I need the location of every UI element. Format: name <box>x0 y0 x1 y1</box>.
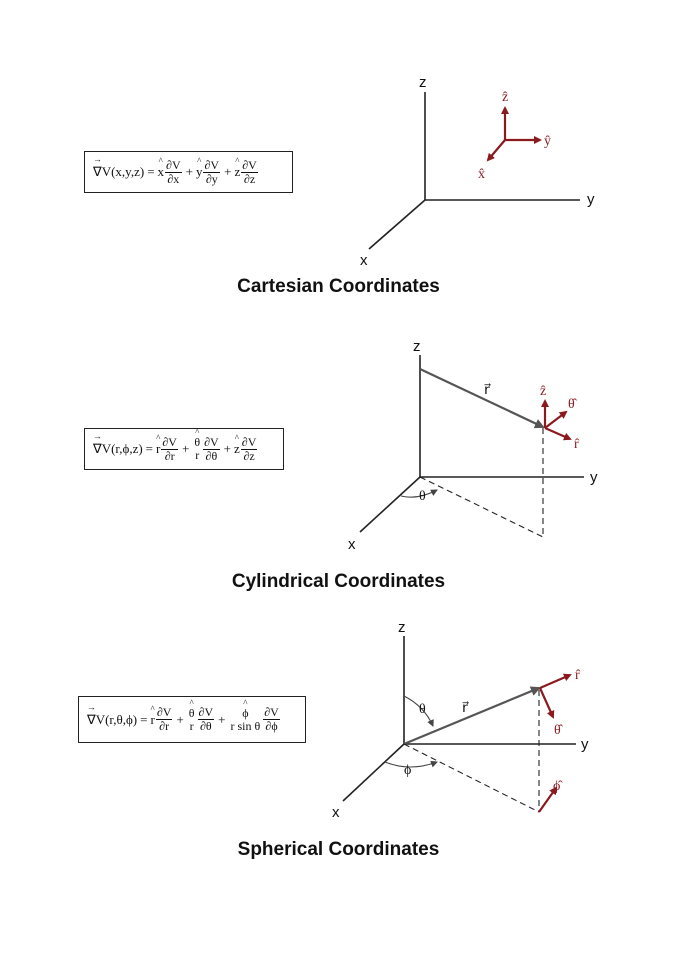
position-vector-r <box>419 368 545 429</box>
plus-sign: + <box>223 441 232 456</box>
plus-sign: + <box>218 711 226 727</box>
unit-z-label: ẑ <box>502 90 508 105</box>
unit-phi-label: ϕ̂ <box>553 779 563 794</box>
y-axis-label: y <box>590 469 598 486</box>
cartesian-gradient-formula: ∇ V(x,y,z) = x ∂V∂x + y ∂V∂y + z ∂V∂z <box>84 151 293 193</box>
nabla-symbol: ∇ <box>93 164 102 180</box>
partial-phi: ∂V∂ϕ <box>263 705 280 733</box>
unit-theta-label: θ̂ <box>568 397 578 412</box>
unit-r-arrow <box>544 426 572 441</box>
x-axis-label: x <box>348 536 356 553</box>
nabla-symbol: ∇ <box>93 441 102 457</box>
unit-x-label: x̂ <box>478 167 485 182</box>
cylindrical-gradient-formula: ∇ V(r,ϕ,z) = r ∂V∂r + θr ∂V∂θ + z ∂V∂z <box>84 428 284 470</box>
x-axis-label: x <box>360 252 368 269</box>
unit-theta-arrow <box>544 410 568 429</box>
x-axis-label: x <box>332 804 340 821</box>
unit-z-label: ẑ <box>540 384 546 399</box>
partial-theta: ∂V∂θ <box>203 434 220 463</box>
unit-r: r <box>156 441 160 457</box>
partial-x: ∂V∂x <box>165 157 182 186</box>
formula-lhs: V(r,θ,ϕ) <box>95 711 138 727</box>
nabla-symbol: ∇ <box>87 712 96 728</box>
projection-floor <box>403 743 540 813</box>
unit-phi-over-rsin: ϕr sin θ <box>229 707 261 732</box>
unit-theta-over-r: θr <box>188 707 196 732</box>
unit-x-arrow <box>486 139 506 162</box>
x-axis <box>342 743 405 802</box>
partial-z: ∂V∂z <box>240 434 258 463</box>
phi-arc <box>384 760 438 768</box>
unit-r: r <box>150 712 154 728</box>
equals-sign: = <box>147 164 155 179</box>
partial-r: ∂V∂r <box>155 705 173 733</box>
unit-y: y <box>196 164 203 180</box>
cylindrical-caption: Cylindrical Coordinates <box>231 571 446 592</box>
phi-label: ϕ <box>404 763 411 778</box>
plus-sign: + <box>176 711 184 727</box>
partial-z: ∂V∂z <box>241 157 258 186</box>
partial-y: ∂V∂y <box>203 157 221 186</box>
equals-sign: = <box>140 711 148 727</box>
theta-label: θ <box>419 702 426 717</box>
spherical-gradient-formula: ∇ V(r,θ,ϕ) = r ∂V∂r + θr ∂V∂θ + ϕr sin θ… <box>78 696 306 743</box>
r-vector-label: r⃗ <box>462 701 469 716</box>
r-vector-label: r⃗ <box>484 383 491 398</box>
theta-arc <box>403 695 434 727</box>
unit-x: x <box>158 164 165 180</box>
unit-y-label: ŷ <box>544 134 551 149</box>
plus-sign: + <box>181 441 190 456</box>
x-axis <box>368 199 426 250</box>
x-axis <box>359 476 421 533</box>
z-axis-label: z <box>419 74 427 91</box>
unit-z: z <box>234 441 240 457</box>
position-vector-r <box>403 686 541 746</box>
unit-theta-over-r: θr <box>193 436 201 461</box>
unit-r-label: r̂ <box>575 668 581 683</box>
partial-r: ∂V∂r <box>161 434 178 463</box>
formula-lhs: V(x,y,z) <box>101 164 145 179</box>
unit-r-label: r̂ <box>574 437 580 452</box>
unit-theta-label: θ̂ <box>554 723 564 738</box>
projection-floor <box>419 476 544 538</box>
y-axis-label: y <box>587 191 595 208</box>
equals-sign: = <box>145 441 154 456</box>
formula-lhs: V(r,ϕ,z) <box>101 441 143 456</box>
z-axis-label: z <box>413 338 421 355</box>
plus-sign: + <box>224 164 232 179</box>
theta-label: θ <box>419 489 426 504</box>
cartesian-caption: Cartesian Coordinates <box>237 276 440 297</box>
partial-theta: ∂V∂θ <box>197 705 215 733</box>
unit-phi-arrow <box>538 786 558 813</box>
theta-arc <box>400 489 438 498</box>
plus-sign: + <box>185 164 193 179</box>
unit-r-arrow <box>539 673 572 690</box>
unit-z: z <box>234 164 240 180</box>
unit-theta-arrow <box>538 687 555 719</box>
z-axis-label: z <box>398 619 406 636</box>
spherical-caption: Spherical Coordinates <box>237 839 440 860</box>
y-axis-label: y <box>581 736 589 753</box>
